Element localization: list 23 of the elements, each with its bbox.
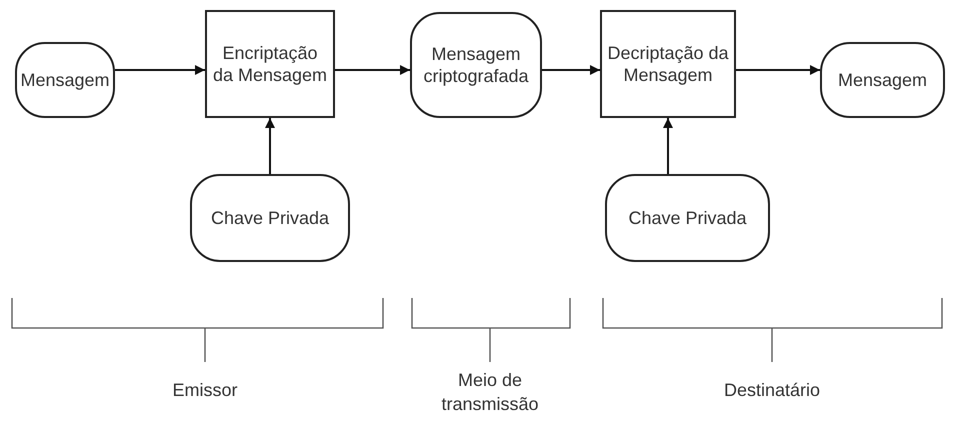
terminal-box [820, 42, 945, 118]
arrow [115, 65, 205, 75]
node-label: Mensagem criptografada [422, 42, 530, 88]
node-label: Mensagem [19, 68, 111, 92]
group-label: Meio de transmissão [440, 369, 540, 416]
node-label: Chave Privada [627, 206, 748, 230]
node-label: Mensagem [836, 68, 928, 92]
arrow [335, 65, 410, 75]
arrow [542, 65, 600, 75]
group-label: Destinatário [722, 379, 822, 402]
terminal-box [410, 12, 542, 118]
node-label: Encriptação da Mensagem [212, 42, 328, 86]
terminal-box [190, 174, 350, 262]
arrow [736, 65, 820, 75]
terminal-box [15, 42, 115, 118]
node-label: Chave Privada [210, 206, 330, 230]
node-label: Decriptação da Mensagem [606, 42, 730, 86]
process-box [600, 10, 736, 118]
process-box [205, 10, 335, 118]
terminal-box [605, 174, 770, 262]
arrow [663, 118, 673, 174]
arrow [265, 118, 275, 174]
group-label: Emissor [171, 379, 238, 402]
